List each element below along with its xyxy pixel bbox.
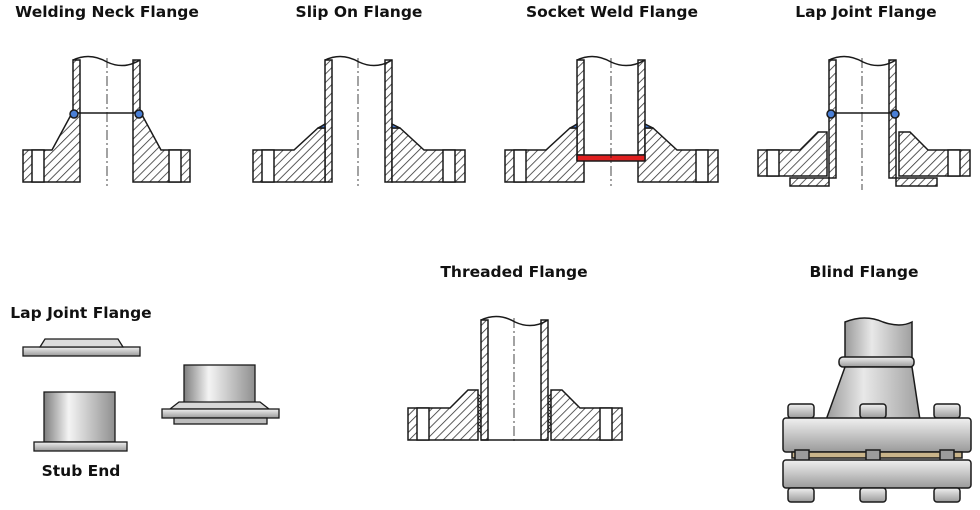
title-blind-flange: Blind Flange <box>809 263 919 281</box>
slip-on-flange-drawing <box>252 55 466 186</box>
lap-joint-flange-drawing <box>757 55 971 190</box>
weld-bead-icon <box>69 109 79 119</box>
stub-end-3d <box>33 391 128 452</box>
socket-weld-flange-drawing <box>504 55 719 186</box>
threaded-flange-drawing <box>407 315 623 444</box>
title-lap-joint-flange: Lap Joint Flange <box>795 3 937 21</box>
title-slip-on-flange: Slip On Flange <box>295 3 423 21</box>
title-lap-joint-flange-parts: Lap Joint Flange <box>10 304 152 322</box>
lap-joint-flange-3d <box>22 338 141 357</box>
welding-neck-flange-drawing <box>22 55 191 186</box>
title-welding-neck-flange: Welding Neck Flange <box>15 3 199 21</box>
title-socket-weld-flange: Socket Weld Flange <box>525 3 699 21</box>
blind-flange-drawing <box>782 317 972 503</box>
lap-joint-assembled-3d <box>161 364 280 425</box>
weld-bead-icon <box>134 109 144 119</box>
weld-bead-icon <box>826 109 836 119</box>
title-threaded-flange: Threaded Flange <box>440 263 588 281</box>
title-stub-end: Stub End <box>41 462 121 480</box>
weld-bead-icon <box>890 109 900 119</box>
